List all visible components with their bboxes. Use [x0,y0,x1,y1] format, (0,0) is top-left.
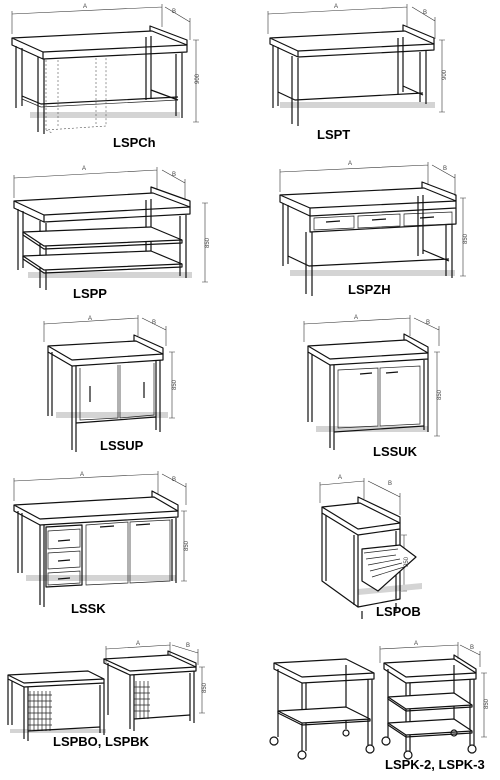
table-lspzh: A B 850 LSPZH [250,158,500,308]
dim-b-text: B [423,10,427,16]
dim-b-text: B [470,645,474,651]
dim-a-text: A [334,4,338,10]
dim-a-text: A [80,472,84,478]
dim-h-text: 850 [404,556,410,567]
dim-h-text: 900 [195,73,201,84]
model-label: LSSUP [100,438,144,453]
dim-b-text: B [172,9,176,15]
dim-b-text: B [152,320,156,326]
dim-a-text: A [354,315,358,321]
model-label: LSPK-2, LSPK-3 [385,757,485,772]
table-lssuk: A B 850 LSSUK [250,308,500,463]
dim-a-text: A [136,641,140,647]
dim-h-text: 850 [437,389,443,400]
dim-a-text: A [414,641,418,647]
dim-b-text: B [172,172,176,178]
dim-b-text: B [426,320,430,326]
model-label: LSSUK [373,444,418,459]
table-lspch-drawing: A B 900 [0,4,201,160]
table-lspk: A B 850 LSPK-2, LSPK-3 [250,633,500,780]
dim-a-text: A [348,161,352,167]
model-label: LSPCh [113,135,156,150]
model-label: LSPBO, LSPBK [53,734,150,749]
model-label: LSSK [71,601,106,616]
dim-h-text: 850 [184,540,190,551]
table-lssup-drawing: A B 850 [0,308,178,463]
table-lspp-drawing: A B 850 [0,166,211,308]
table-lssk-drawing: A B 850 [0,463,190,633]
model-label: LSPOB [376,604,421,619]
table-lspk-drawing: A B 850 [250,641,490,780]
dim-h-text: 900 [442,69,448,80]
dim-h-text: 850 [172,379,178,390]
dim-a-text: A [88,316,92,322]
dim-b-text: B [186,643,190,649]
dim-a-text: A [338,475,342,481]
table-lspt-drawing: A B 900 [250,4,448,160]
dim-h-text: 850 [463,233,469,244]
table-lspzh-drawing: A B 850 [250,161,469,308]
dim-b-text: B [388,481,392,487]
table-lspp: A B 850 LSPP [0,158,250,308]
dim-h-text: 850 [484,698,490,709]
dim-a-text: A [82,166,86,172]
table-lspbo-drawing: A B 850 [0,641,208,780]
table-lssk: A B 850 LSSK [0,463,250,633]
dim-b-text: B [172,477,176,483]
table-lspch: A B 900 LSPCh [0,0,250,160]
model-label: LSPP [73,286,107,301]
dim-h-text: 850 [205,237,211,248]
table-lssup: A B 850 LSSUP [0,308,250,463]
table-lssuk-drawing: A B 850 [250,315,443,463]
dim-h-text: 850 [202,682,208,693]
table-lspbo-lspbk: A B 850 LSPBO, LSPBK [0,633,250,780]
table-lspt: A B 900 LSPT [250,0,500,160]
dim-b-text: B [443,166,447,172]
model-label: LSPT [317,127,351,142]
table-lspob: A B 850 LSPOB [250,463,500,633]
dim-a-text: A [83,4,87,10]
model-label: LSPZH [348,282,391,297]
table-lspob-drawing: A B 850 [250,475,422,633]
